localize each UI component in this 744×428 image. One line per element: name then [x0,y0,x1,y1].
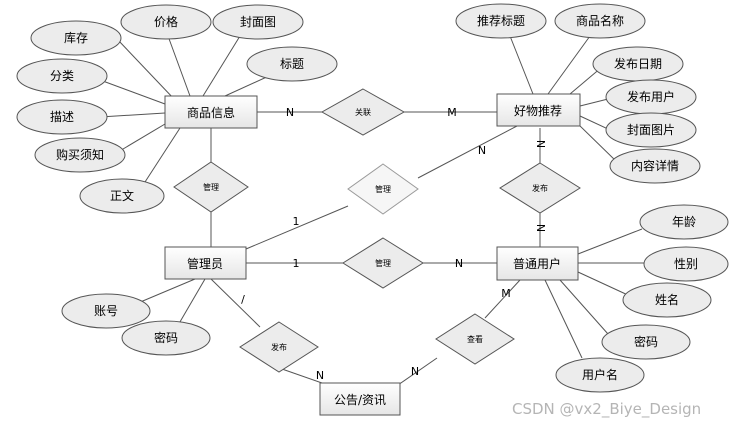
attribute-username-label: 用户名 [582,367,618,382]
attribute-publish-user-label: 发布用户 [627,89,675,104]
attribute-description: 描述 [16,99,108,135]
attribute-product-name: 商品名称 [554,3,646,39]
relationship-view-announcement: 查看 [435,313,515,365]
relationship-manage-products: 管理 [173,161,249,213]
entity-announcement: 公告/资讯 [319,382,401,416]
attribute-cover-image: 封面图片 [605,112,697,148]
attribute-title-label: 标题 [280,57,304,71]
cardinality-rec-publish: N [534,140,547,148]
relationship-manage-users-label: 管理 [375,258,391,268]
attribute-purchase-notice-label: 购买须知 [56,147,104,162]
watermark-text: CSDN @vx2_Biye_Design [512,400,701,419]
attribute-category-label: 分类 [50,69,74,83]
attribute-cover-label: 封面图 [240,15,276,29]
attribute-account-label: 账号 [94,304,118,318]
attribute-admin-password: 密码 [121,320,211,356]
attribute-name: 姓名 [622,282,712,318]
attribute-user-password-label: 密码 [634,334,658,349]
entity-good-recommend: 好物推荐 [496,93,581,127]
entity-boxes: 商品信息 好物推荐 管理员 普通用户 公告/资讯 [164,93,581,416]
relationship-manage-recommend-label: 管理 [375,184,391,194]
cardinality-user-manage: N [455,257,463,270]
attribute-body-text-label: 正文 [110,188,134,203]
attribute-admin-password-label: 密码 [154,330,178,345]
relationship-publish-announcement-label: 发布 [271,342,287,352]
attribute-user-password: 密码 [601,324,691,360]
attribute-product-name-label: 商品名称 [576,13,624,28]
attribute-description-label: 描述 [50,110,74,124]
relationship-manage-products-label: 管理 [203,182,219,192]
attribute-rec-title-label: 推荐标题 [477,14,525,28]
attribute-age-label: 年龄 [672,215,696,229]
entity-good-recommend-label: 好物推荐 [514,104,562,118]
attribute-price-label: 价格 [154,14,178,29]
attribute-name-label: 姓名 [655,292,679,307]
relationship-relate-label: 关联 [355,107,371,117]
relationship-relate: 关联 [320,88,406,136]
cardinality-admin-publish: / [241,293,245,306]
attribute-publish-date: 发布日期 [592,46,684,82]
attribute-rec-title: 推荐标题 [455,3,547,39]
cardinality-labels: N M 1 N N N 1 N / N N M [241,106,547,382]
attribute-publish-user: 发布用户 [605,79,697,115]
cardinality-admin-manage-rec: 1 [293,215,300,228]
attribute-title: 标题 [246,46,338,82]
attribute-gender-label: 性别 [674,257,698,271]
attribute-account: 账号 [61,293,151,329]
attribute-cover-image-label: 封面图片 [627,123,675,137]
entity-announcement-label: 公告/资讯 [334,393,386,407]
relationship-diamonds: 关联 管理 管理 发布 管理 发布 查看 [173,88,581,373]
cardinality-user-publish: N [534,224,547,232]
attribute-body-text: 正文 [79,178,165,214]
relationship-publish-recommend: 发布 [499,162,581,214]
relationship-manage-users: 管理 [342,237,424,289]
cardinality-announcement-publish: N [316,369,324,382]
cardinality-recommend-relate: M [447,106,457,119]
attribute-ovals: 库存 价格 封面图 标题 分类 描述 购买须知 正文 [16,3,729,393]
attribute-category: 分类 [16,58,108,94]
attribute-gender: 性别 [643,246,729,282]
cardinality-announcement-view: N [411,365,419,378]
cardinality-user-view: M [501,287,511,300]
cardinality-product-relate: N [286,106,294,119]
attribute-price: 价格 [120,4,212,40]
entity-product-info: 商品信息 [164,95,258,129]
entity-normal-user: 普通用户 [496,246,579,281]
relationship-manage-recommend: 管理 [347,163,419,215]
attribute-content-detail: 内容详情 [609,148,701,184]
entity-normal-user-label: 普通用户 [513,256,561,271]
relationship-publish-announcement: 发布 [239,321,319,373]
cardinality-admin-manage-user: 1 [293,257,300,270]
attribute-cover: 封面图 [212,4,304,40]
entity-admin: 管理员 [164,246,247,280]
attribute-stock: 库存 [30,20,122,56]
attribute-publish-date-label: 发布日期 [614,56,662,71]
relationship-publish-recommend-label: 发布 [532,183,548,193]
attribute-purchase-notice: 购买须知 [34,137,126,173]
relationship-view-announcement-label: 查看 [467,334,483,344]
entity-admin-label: 管理员 [187,256,223,271]
attribute-age: 年龄 [639,204,729,240]
entity-product-info-label: 商品信息 [187,105,235,120]
cardinality-rec-manage: N [478,144,486,157]
attribute-stock-label: 库存 [64,30,88,45]
attribute-content-detail-label: 内容详情 [631,158,679,173]
attribute-username: 用户名 [555,357,645,393]
